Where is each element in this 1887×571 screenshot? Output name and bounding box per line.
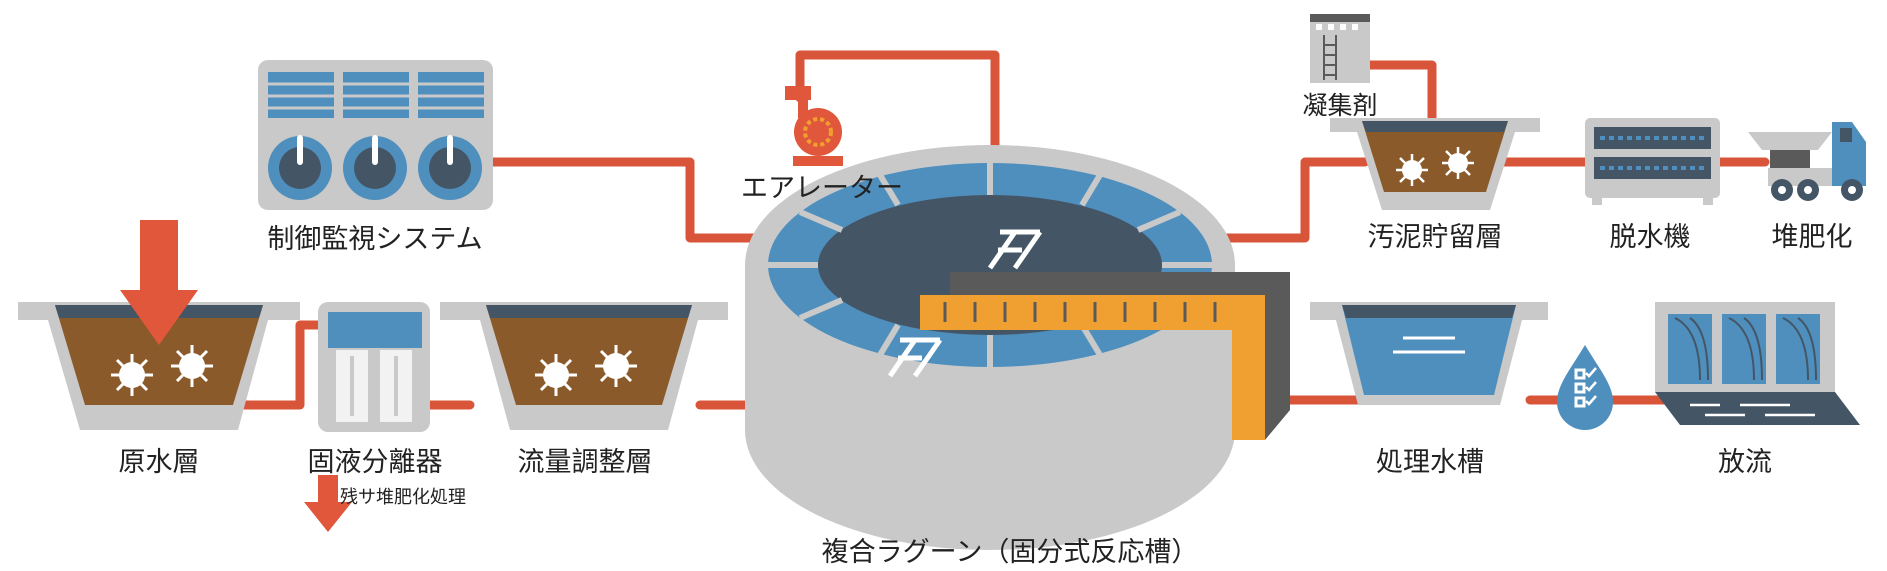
label-dewater: 脱水機: [1609, 222, 1691, 253]
label-solid-liquid-separator: 固液分離器: [307, 447, 443, 478]
label-raw-water: 原水層: [118, 447, 200, 478]
label-aerator: エアレーター: [741, 173, 903, 204]
pipe-coagulant: [1363, 60, 1437, 123]
separator: [304, 302, 430, 532]
label-residue-composting: 残サ堆肥化処理: [340, 487, 466, 508]
pipes: [230, 50, 1770, 410]
label-coagulant: 凝集剤: [1302, 91, 1378, 120]
water-quality-icon: [1557, 345, 1613, 430]
dewater-machine: [1585, 118, 1720, 205]
lagoon: [745, 145, 1290, 550]
pipe-lagoon-to-sludge: [1215, 157, 1370, 243]
control-panel: [258, 60, 493, 210]
residue-arrow: [304, 475, 352, 532]
coagulant-tank: [1310, 14, 1370, 83]
aerator-pump: [785, 86, 843, 166]
label-sludge-storage: 汚泥貯留層: [1367, 222, 1503, 253]
truck-icon: [1748, 122, 1866, 201]
sludge-tank: [1330, 118, 1540, 210]
pipe-aerator: [795, 50, 1000, 180]
treated-water-tank: [1310, 302, 1548, 405]
discharge-outfall: [1655, 302, 1860, 425]
raw-water-tank: [18, 220, 300, 430]
flow-adjust-tank: [440, 302, 728, 430]
label-flow-adjust: 流量調整層: [517, 447, 653, 478]
label-control-system: 制御監視システム: [267, 224, 483, 255]
pipe-control-to-lagoon: [487, 157, 780, 243]
label-treated-water: 処理水槽: [1376, 447, 1484, 478]
inflow-arrow: [120, 220, 198, 345]
label-lagoon: 複合ラグーン（固分式反応槽）: [821, 537, 1199, 568]
label-discharge: 放流: [1718, 447, 1772, 478]
label-compost: 堆肥化: [1771, 222, 1853, 253]
